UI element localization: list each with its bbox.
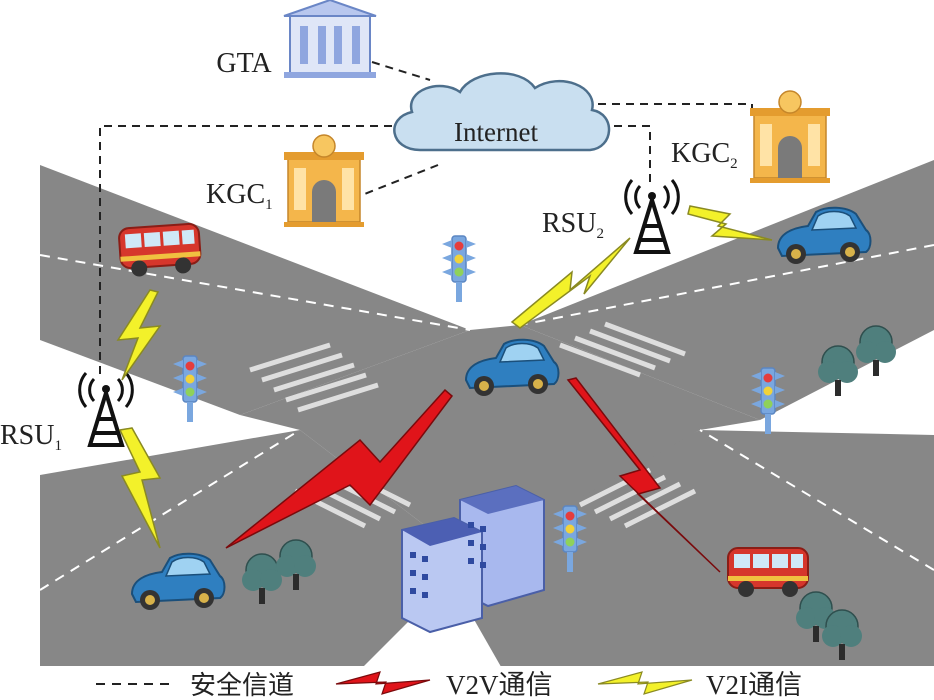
rsu2-label: RSU2	[542, 208, 604, 242]
legend-v2v-swatch	[335, 671, 431, 695]
legend-v2i-label: V2I通信	[706, 670, 802, 700]
legend-v2i-swatch	[597, 671, 693, 695]
legend-secure-channel-label: 安全信道	[190, 671, 294, 700]
city-buildings	[401, 484, 545, 634]
v2v-links	[225, 377, 721, 573]
v2v-bolt-center-southeast	[566, 377, 721, 573]
road-southeast-arm	[440, 430, 934, 700]
rsu2-node: RSU2	[542, 178, 681, 254]
traffic-light-north	[441, 235, 477, 303]
road-center	[240, 325, 760, 560]
link-internet-kgc1	[361, 164, 439, 196]
kgc2-node: KGC2	[671, 90, 831, 184]
rsu2-tower-icon	[623, 178, 681, 254]
v2i-bolt-center-rsu2	[510, 237, 631, 329]
rsu1-node: RSU1	[0, 371, 135, 454]
gta-building-icon	[283, 0, 377, 78]
road-network	[39, 160, 934, 700]
legend-v2v-label: V2V通信	[446, 670, 553, 700]
v2i-links	[116, 205, 773, 549]
rsu1-label: RSU1	[0, 420, 62, 454]
link-gta-internet	[371, 61, 431, 81]
kgc1-building-icon	[283, 134, 365, 228]
gta-label: GTA	[216, 48, 272, 79]
kgc2-label: KGC2	[671, 138, 738, 172]
internet-label: Internet	[454, 117, 538, 147]
internet-cloud: Internet	[393, 72, 611, 152]
v2i-bolt-bus-rsu1	[116, 289, 162, 381]
gta-node: GTA	[216, 0, 377, 79]
kgc2-building-icon	[749, 90, 831, 184]
link-internet-kgc2	[598, 103, 753, 112]
kgc1-node: KGC1	[206, 134, 365, 228]
v2i-bolt-rsu2-car	[687, 205, 773, 241]
kgc1-label: KGC1	[206, 179, 273, 213]
legend: 安全信道 V2V通信 V2I通信	[0, 666, 934, 700]
link-internet-rsu2	[600, 125, 651, 182]
v2v-bolt-center-southwest	[225, 388, 454, 549]
v2i-bolt-rsu1-car	[118, 427, 162, 549]
